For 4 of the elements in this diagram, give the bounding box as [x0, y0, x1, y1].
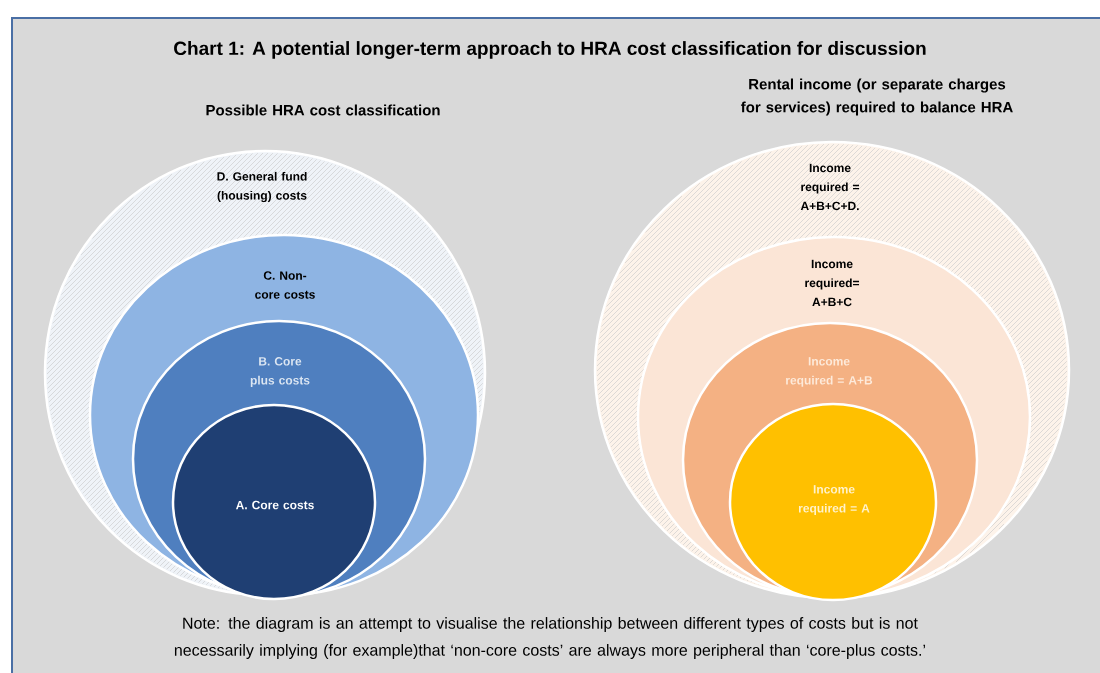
panel-heading: Possible HRA cost classification [206, 104, 440, 116]
chart-title: Chart 1: A potential longer-term approach to HRA cost classification for discussion [174, 41, 926, 59]
note-text: Note: the diagram is an attempt to visualise the relationship between different types of costs but is not necessarily implying (for example)that ‘non-core costs’ are always more peripheral than ‘core-plus costs.’ [174, 617, 925, 659]
panel-heading: Rental income (or separate charges for services) required to balance HRA [740, 78, 1013, 116]
